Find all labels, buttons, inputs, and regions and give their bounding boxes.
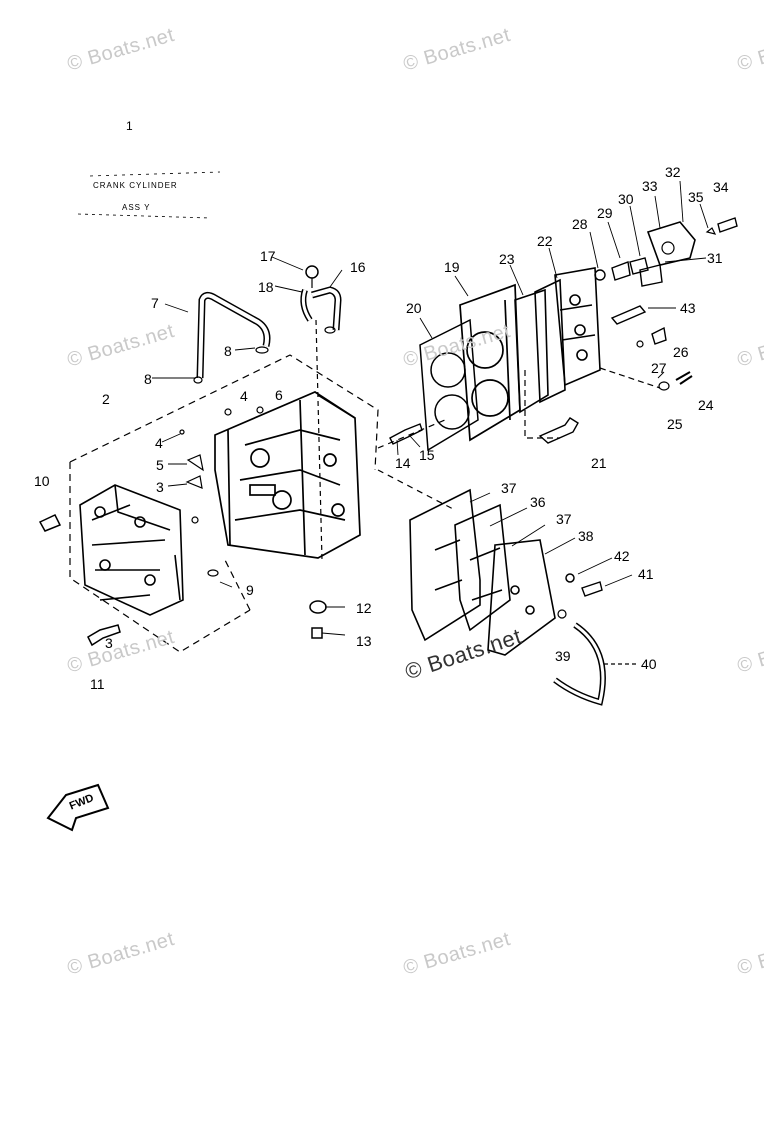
part-number: 37 [501,480,517,496]
part-number: 38 [578,528,594,544]
part-number: 4 [240,388,248,404]
bolt-11 [87,624,121,647]
part-number: 17 [260,248,276,264]
part-number: 23 [499,251,515,267]
part-number: 39 [555,648,571,664]
part-number: 41 [638,566,654,582]
part-number: 8 [144,371,152,387]
bolt-21 [538,417,579,444]
fwd-arrow-shape [46,783,110,832]
part-number: 18 [258,279,274,295]
part-number: 20 [406,300,422,316]
part-number: 34 [713,179,729,195]
part-number: 35 [688,189,704,205]
part-number: 3 [156,479,164,495]
exhaust-plates [409,488,556,656]
part-number: 7 [151,295,159,311]
part-number: 21 [591,455,607,471]
part-number: 42 [614,548,630,564]
part-number: 6 [275,387,283,403]
part-number: 32 [665,164,681,180]
part-number: 25 [667,416,683,432]
part-number: 28 [572,216,588,232]
cylinder-head [459,283,521,442]
part-number: 10 [34,473,50,489]
part-number: 15 [419,447,435,463]
part-number: 43 [680,300,696,316]
part-number: 36 [530,494,546,510]
part-number: 30 [618,191,634,207]
part-number: 40 [641,656,657,672]
part-number: 11 [90,676,105,692]
part-number: 4 [155,435,163,451]
part-number: 27 [651,360,667,376]
part-number: 14 [395,455,411,471]
part-number: 26 [673,344,689,360]
part-number: 2 [102,391,110,407]
part-number: 19 [444,259,460,275]
part-number: 37 [556,511,572,527]
part-number: 22 [537,233,553,249]
part-number: 3 [105,635,113,651]
head-cover [514,267,601,414]
part-number: 33 [642,178,658,194]
part-number: 9 [246,582,254,598]
part-number: 24 [698,397,714,413]
title-line-2: ASS Y [122,203,151,212]
part-number: 13 [356,633,372,649]
title-line-1: CRANK CYLINDER [93,181,178,190]
part-number: 8 [224,343,232,359]
assembly-boundary [69,354,379,471]
part-number: 29 [597,205,613,221]
part-number: 31 [707,250,723,266]
bolt-10 [38,514,62,532]
part-number: 5 [156,457,164,473]
title-index: 1 [126,119,133,133]
part-number: 16 [350,259,366,275]
manifold-cover [79,484,184,616]
crankcase-block [214,391,361,559]
part-number: 12 [356,600,372,616]
